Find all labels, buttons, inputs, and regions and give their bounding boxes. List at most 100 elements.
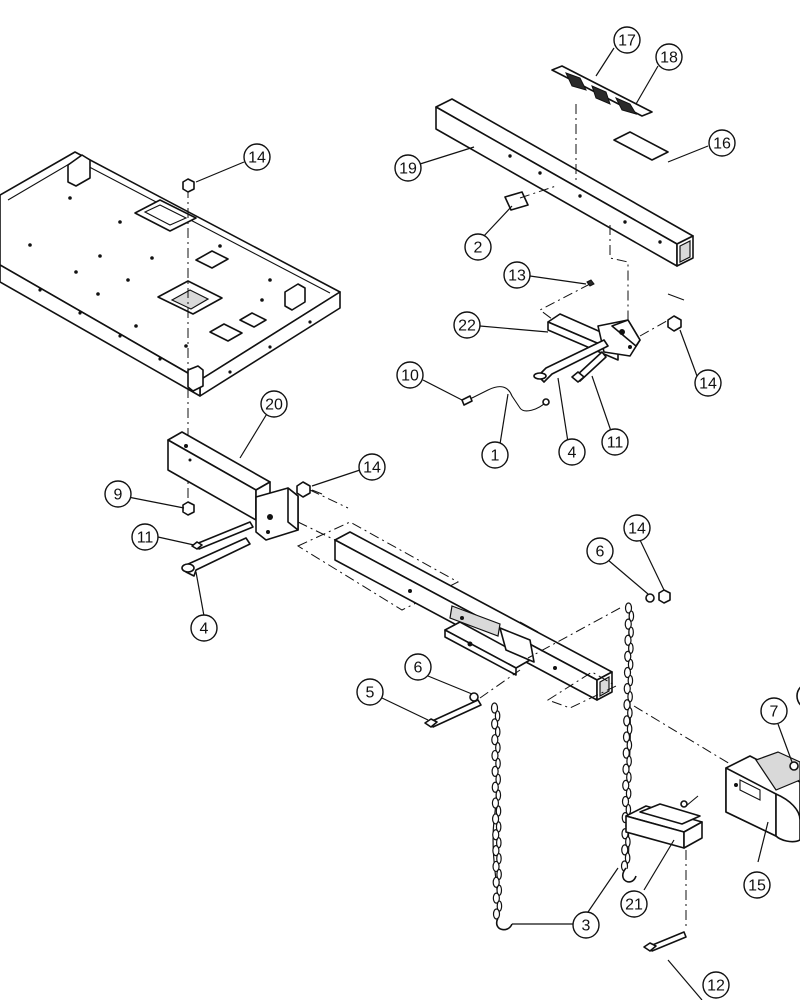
callout-label: 3 [582, 918, 591, 935]
chain-link [625, 787, 632, 800]
callout-7: 7 [760, 697, 788, 725]
callout-label: 15 [748, 878, 766, 895]
callout-3: 3 [572, 911, 600, 939]
chain-link [490, 702, 499, 714]
chain-link [491, 813, 500, 825]
callout-1: 1 [481, 441, 509, 469]
callout-4: 4 [190, 614, 218, 642]
chain-link [492, 908, 501, 920]
callout-6: 6 [586, 537, 614, 565]
chain-link [622, 747, 630, 759]
chain-link [626, 723, 633, 735]
coupler-15 [725, 751, 800, 843]
callout-6: 6 [404, 653, 432, 681]
pin-7 [789, 761, 799, 771]
callout-2: 2 [464, 233, 492, 261]
chain-link [628, 626, 634, 638]
chain-link [627, 691, 633, 703]
callout-label: 18 [660, 50, 678, 67]
chain-hook-right [621, 867, 637, 883]
main-arm [334, 531, 613, 701]
decal-2 [504, 191, 529, 211]
callout-11: 11 [131, 523, 159, 551]
chain-link [627, 707, 633, 719]
callout-label: 14 [248, 150, 266, 167]
callout-14: 14 [358, 453, 386, 481]
leader-lines [127, 47, 793, 1000]
callout-label: 4 [200, 621, 209, 638]
chain-link [491, 749, 499, 762]
chain-link [492, 892, 500, 904]
callout-19: 19 [394, 154, 422, 182]
chain-link [491, 718, 499, 730]
callout-label: 6 [596, 544, 605, 561]
pin-10 [461, 395, 473, 406]
nut-14-arm [658, 589, 671, 604]
chain-link [626, 739, 633, 751]
lanyard-1 [463, 386, 547, 412]
callout-label: 12 [707, 978, 725, 995]
chain-link [624, 852, 631, 864]
chain-link [492, 860, 500, 873]
assembly-dash-zone [296, 521, 460, 611]
callout-15: 15 [743, 871, 771, 899]
nut-14-deck [182, 178, 195, 193]
bolt-5 [424, 699, 482, 728]
callout-label: 11 [607, 435, 624, 452]
decal-16 [613, 131, 669, 161]
callout-label: 11 [137, 530, 154, 547]
chain-link [623, 699, 631, 711]
callout-label: 9 [114, 487, 123, 504]
callout-14: 14 [694, 369, 722, 397]
chain-link [628, 610, 635, 622]
chain-link [622, 779, 630, 791]
chain-link [623, 683, 631, 695]
callout-label: 17 [618, 33, 636, 50]
callout-22: 22 [453, 311, 481, 339]
callout-18: 18 [655, 43, 683, 71]
chain-link [491, 765, 499, 777]
u-bolt-4-lower [181, 537, 251, 577]
chain-link [492, 876, 500, 888]
chain-link [623, 666, 632, 679]
callout-label: 1 [491, 448, 500, 465]
callout-label: 14 [363, 460, 381, 477]
chain-link [624, 618, 632, 630]
callout-4: 4 [558, 438, 586, 466]
chain-link [622, 731, 631, 743]
chain-link [624, 634, 632, 646]
decal-17-18 [551, 65, 653, 117]
callout-5: 5 [356, 678, 384, 706]
callout-13: 13 [503, 261, 531, 289]
callout-label: 21 [625, 897, 643, 914]
nut-14-bracket [296, 481, 311, 498]
callout-label: 5 [366, 685, 375, 702]
bolt-11-lower [191, 521, 254, 550]
chain-link [621, 844, 629, 856]
saddle-bracket-21 [625, 795, 703, 849]
chain-link [492, 845, 500, 857]
callout-label: 22 [458, 318, 476, 335]
callout-label: 13 [508, 268, 526, 285]
balloon-partial [796, 686, 800, 706]
crossbar-19 [435, 98, 694, 267]
chain-link [491, 797, 500, 809]
callout-label: 14 [628, 521, 646, 538]
chain-link [621, 795, 630, 808]
bolt-12 [643, 931, 687, 952]
callout-20: 20 [260, 390, 288, 418]
callout-10: 10 [396, 361, 424, 389]
bolt-11-upper [571, 351, 607, 383]
chain-link [623, 715, 631, 727]
chain-link [627, 674, 634, 687]
chain-hook-left [495, 917, 513, 931]
chain-link [491, 734, 499, 746]
callout-label: 14 [699, 376, 717, 393]
callout-label: 4 [568, 445, 577, 462]
callout-label: 7 [770, 704, 779, 721]
deck-platform [0, 151, 341, 397]
callout-14: 14 [243, 143, 271, 171]
mount-bracket-20 [167, 431, 299, 541]
chain-link [622, 763, 630, 775]
